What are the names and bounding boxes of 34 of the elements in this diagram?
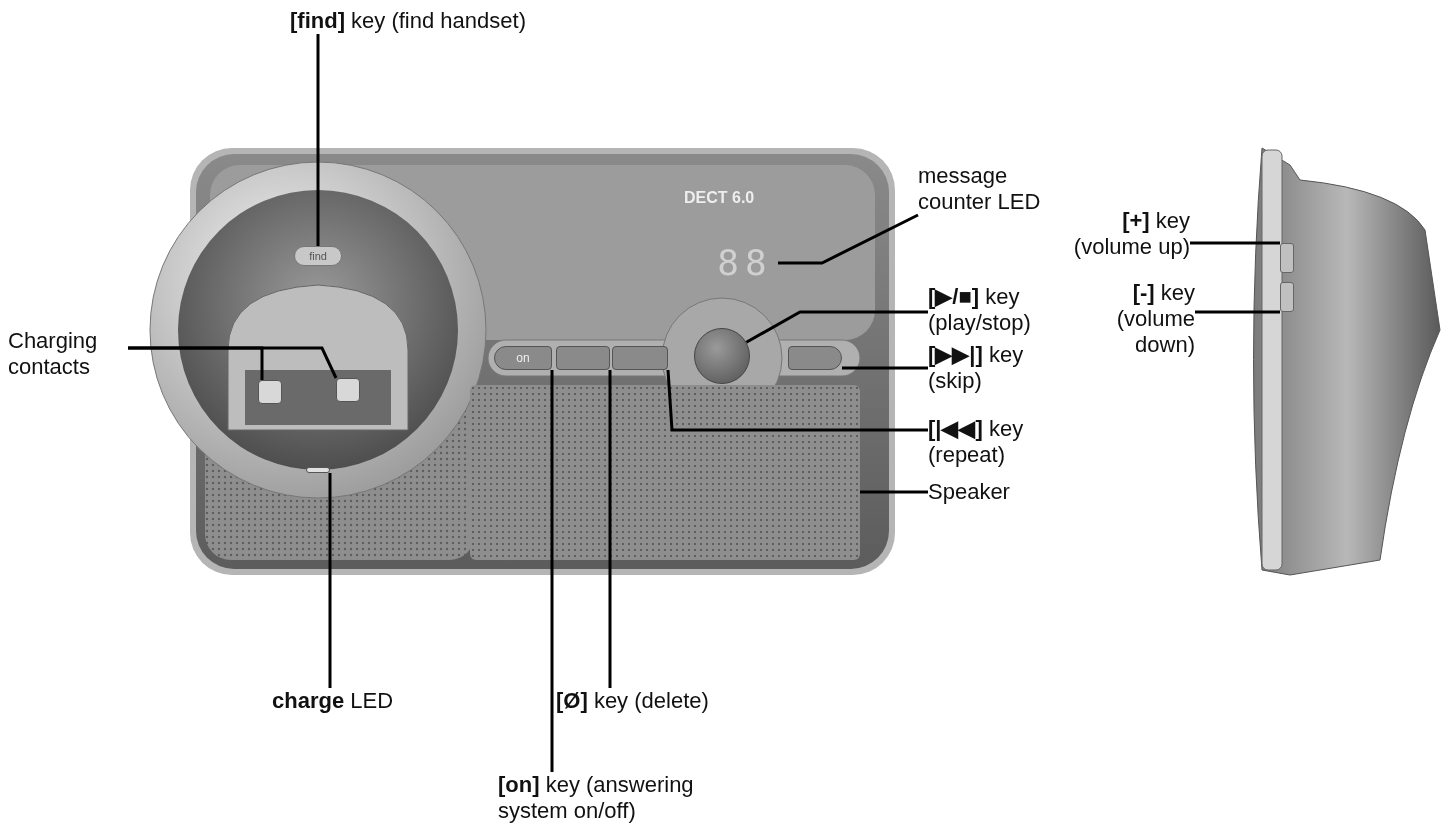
charging-contact: [258, 380, 282, 404]
callout-text: [Ø] key (delete): [556, 688, 776, 714]
leader-line: [128, 346, 338, 379]
callout-text: Charging contacts: [8, 328, 128, 380]
model-marking: DECT 6.0: [684, 188, 755, 208]
on-button: on: [494, 346, 552, 370]
volume-down-button: [1280, 282, 1294, 312]
find-button: find: [294, 246, 342, 266]
leader-line: [1190, 241, 1280, 245]
callout-text: [find] key (find handset): [290, 8, 620, 34]
callout-text: [-] key (volume down): [1085, 280, 1195, 358]
callout-text: Speaker: [928, 479, 1048, 505]
repeat-button: [612, 346, 668, 370]
callout-text: [▶▶|] key (skip): [928, 342, 1038, 394]
callout-text: [on] key (answering system on/off): [498, 772, 758, 824]
skip-button: [788, 346, 842, 370]
delete-button: [556, 346, 610, 370]
charge-led: [306, 467, 330, 473]
leader-line: [860, 490, 928, 494]
leader-line: [1195, 310, 1280, 314]
callout-text: [|◀◀] key (repeat): [928, 416, 1038, 468]
leader-line: [745, 310, 928, 344]
speaker-grille: [470, 385, 860, 560]
leader-line: [842, 366, 928, 370]
charging-contact: [336, 378, 360, 402]
leader-line: [666, 369, 928, 432]
leader-line: [328, 473, 332, 688]
callout-text: [▶/■] key (play/stop): [928, 284, 1063, 336]
leader-line: [316, 34, 320, 246]
leader-line: [550, 370, 554, 772]
leader-line: [608, 370, 612, 688]
callout-text: charge LED: [272, 688, 442, 714]
leader-line: [778, 213, 919, 265]
volume-up-button: [1280, 243, 1294, 273]
